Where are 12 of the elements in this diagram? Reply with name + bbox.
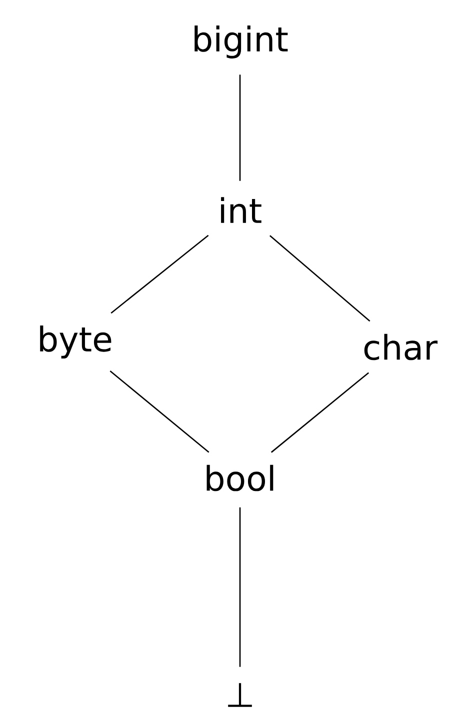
type-label: byte — [40, 326, 112, 358]
type-label: ⊥ — [228, 683, 252, 707]
connector-line — [110, 370, 210, 453]
type-label: bigint — [194, 26, 288, 58]
connector-line — [239, 74, 241, 181]
connector-line — [110, 234, 209, 314]
type-label: int — [221, 197, 262, 223]
connector-line — [270, 372, 370, 453]
type-label: char — [364, 334, 438, 360]
connector-line — [270, 235, 370, 322]
connector-line — [239, 507, 241, 667]
type-label: bool — [206, 464, 274, 492]
